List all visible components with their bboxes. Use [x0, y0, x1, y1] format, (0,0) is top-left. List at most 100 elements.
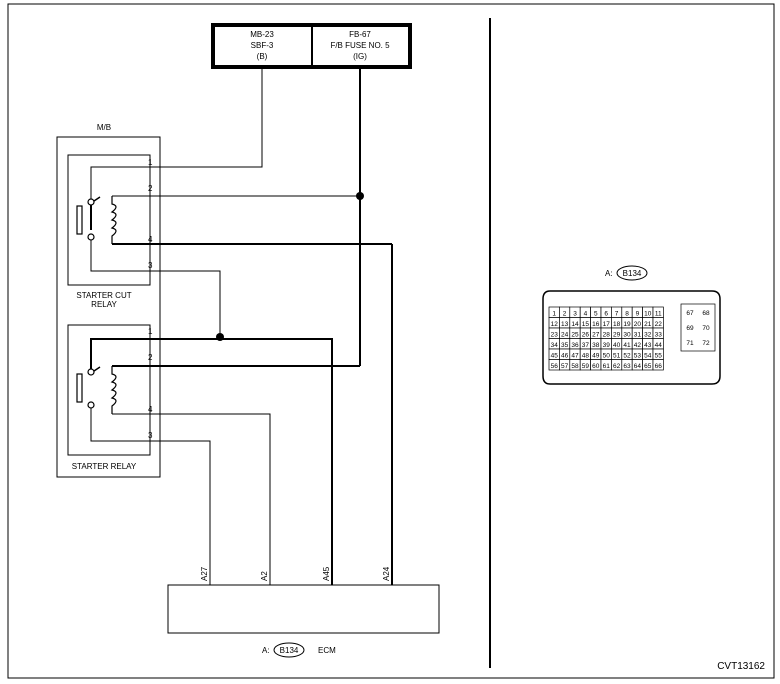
connector-pin-label: 12 [551, 321, 559, 328]
connector-pin-label: 42 [634, 342, 642, 349]
mb-box [56, 136, 161, 478]
connector-pin-label: 8 [625, 311, 629, 318]
connector-pin-label: 50 [603, 353, 611, 360]
connector-pin-label: 47 [571, 353, 579, 360]
sr-pin-2: 2 [148, 353, 153, 362]
connector-pin-label: 61 [603, 363, 611, 370]
connector-pin-label: 56 [551, 363, 559, 370]
connector-pin-label: 30 [623, 332, 631, 339]
connector-pin-label: 45 [551, 353, 559, 360]
connector-pin-label: 25 [571, 332, 579, 339]
ecm-terminal-a24: A24 [382, 566, 391, 581]
scr-name-line1: STARTER CUT [76, 291, 131, 300]
connector-pin-label: 31 [634, 332, 642, 339]
connector-pin-label: 60 [592, 363, 600, 370]
connector-pin-label: 2 [563, 311, 567, 318]
connector-pin-label: 69 [686, 325, 694, 332]
sr-pin-3: 3 [148, 431, 153, 440]
starter-cut-relay: 1 2 4 3 STARTER CUT RELAY [67, 67, 392, 337]
connector-pin-label: 18 [613, 321, 621, 328]
outer-frame [7, 3, 775, 679]
ecm-connector-id: B134 [280, 646, 299, 655]
sr-pin-4: 4 [148, 405, 153, 414]
fuse-right-line3: (IG) [353, 52, 367, 61]
connector-pin-label: 6 [604, 311, 608, 318]
connector-pin-label: 63 [623, 363, 631, 370]
connector-view-id: B134 [623, 269, 642, 278]
connector-pin-label: 9 [636, 311, 640, 318]
connector-pin-label: 36 [571, 342, 579, 349]
connector-pin-label: 58 [571, 363, 579, 370]
fuse-left-line3: (B) [257, 52, 268, 61]
connector-pin-label: 62 [613, 363, 621, 370]
connector-pin-label: 46 [561, 353, 569, 360]
starter-relay: 1 2 4 3 STARTER RELAY [67, 324, 360, 585]
connector-pin-label: 35 [561, 342, 569, 349]
connector-pin-label: 37 [582, 342, 590, 349]
connector-pin-label: 19 [623, 321, 631, 328]
connector-pin-label: 38 [592, 342, 600, 349]
connector-pin-label: 15 [582, 321, 590, 328]
connector-pin-label: 34 [551, 342, 559, 349]
connector-pin-label: 5 [594, 311, 598, 318]
connector-pin-label: 70 [702, 325, 710, 332]
connector-pin-label: 55 [655, 353, 663, 360]
connector-pin-label: 4 [584, 311, 588, 318]
connector-pin-label: 3 [573, 311, 577, 318]
connector-pin-label: 27 [592, 332, 600, 339]
scr-pin-3: 3 [148, 261, 153, 270]
connector-pin-label: 67 [686, 310, 694, 317]
connector-pin-label: 28 [603, 332, 611, 339]
ecm-terminal-a2: A2 [260, 571, 269, 581]
connector-pin-label: 7 [615, 311, 619, 318]
ecm-connector-prefix: A: [262, 646, 270, 655]
connector-pin-label: 53 [634, 353, 642, 360]
fuse-left-line1: MB-23 [250, 30, 274, 39]
fuse-right-line1: FB-67 [349, 30, 371, 39]
connector-pin-label: 21 [644, 321, 652, 328]
connector-pin-label: 14 [571, 321, 579, 328]
connector-pin-label: 59 [582, 363, 590, 370]
connector-pin-label: 68 [702, 310, 710, 317]
connector-housing [542, 290, 721, 385]
connector-pin-label: 26 [582, 332, 590, 339]
ecm-name: ECM [318, 646, 336, 655]
connector-pin-cell [652, 359, 664, 371]
connector-pin-label: 52 [623, 353, 631, 360]
connector-pin-label: 29 [613, 332, 621, 339]
connector-pin-label: 23 [551, 332, 559, 339]
connector-pin-label: 72 [702, 340, 710, 347]
connector-pin-label: 1 [552, 311, 556, 318]
connector-pin-label: 40 [613, 342, 621, 349]
scr-pin-4: 4 [148, 235, 153, 244]
connector-pin-label: 71 [686, 340, 694, 347]
fuse-left-line2: SBF-3 [251, 41, 274, 50]
fuse-right-line2: F/B FUSE NO. 5 [330, 41, 390, 50]
splice-point-relay [216, 333, 224, 341]
ecm-unit: A27 A2 A45 A24 [167, 566, 440, 634]
connector-pin-label: 43 [644, 342, 652, 349]
connector-pin-label: 57 [561, 363, 569, 370]
scr-pin-1: 1 [148, 158, 153, 167]
connector-pin-label: 49 [592, 353, 600, 360]
connector-pin-label: 44 [655, 342, 663, 349]
connector-pin-label: 54 [644, 353, 652, 360]
fuse-box: MB-23 SBF-3 (B) FB-67 F/B FUSE NO. 5 (IG… [211, 23, 412, 69]
ecm-terminal-a27: A27 [200, 566, 209, 581]
connector-pin-label: 32 [644, 332, 652, 339]
connector-pin-label: 66 [655, 363, 663, 370]
scr-name-line2: RELAY [91, 300, 117, 309]
connector-pin-label: 10 [644, 311, 652, 318]
connector-view-oval [616, 265, 648, 281]
connector-pin-label: 51 [613, 353, 621, 360]
mb-label: M/B [97, 123, 111, 132]
connector-pin-label: 48 [582, 353, 590, 360]
scr-pin-2: 2 [148, 184, 153, 193]
splice-point-ig [356, 192, 364, 200]
sr-pin-1: 1 [148, 327, 153, 336]
connector-pin-label: 16 [592, 321, 600, 328]
connector-pin-label: 11 [655, 311, 662, 318]
